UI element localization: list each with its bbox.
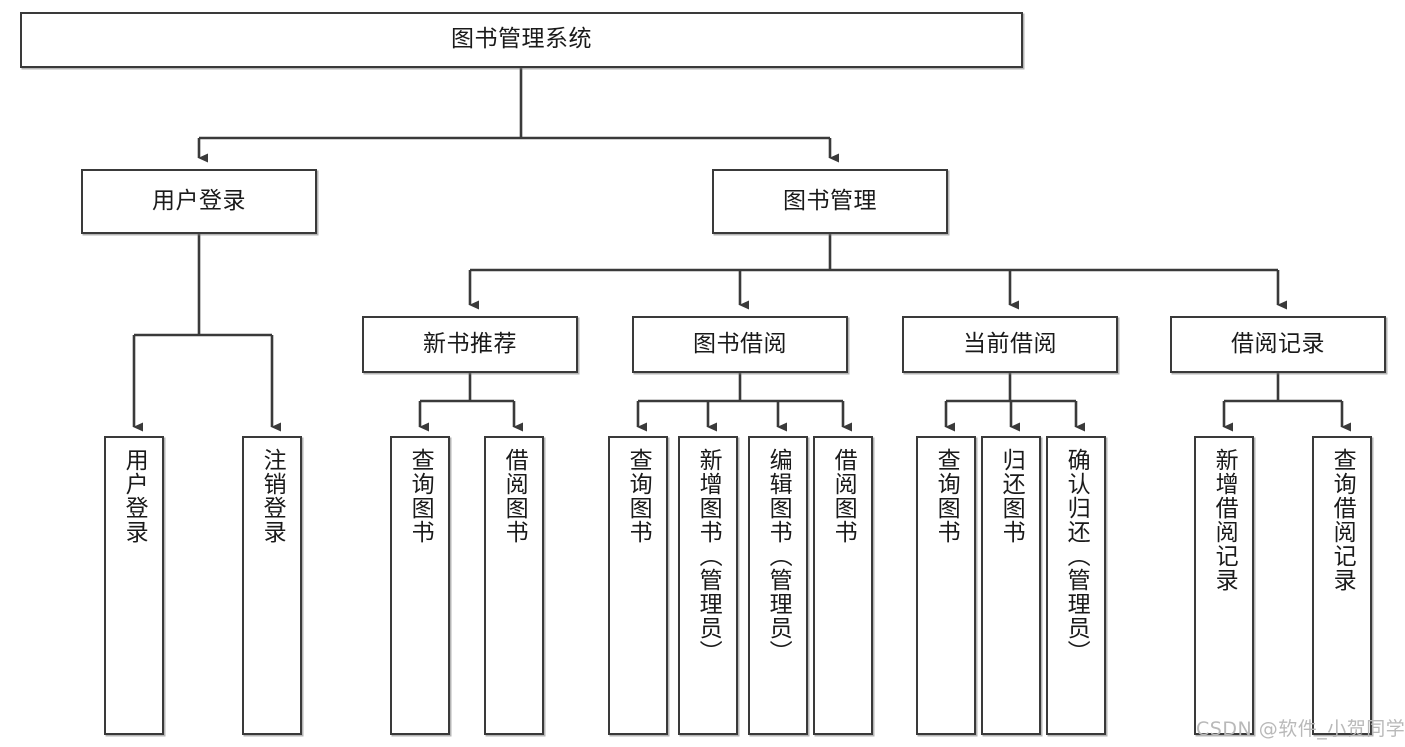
node-current-borrow[interactable]: 当前借阅 [902,316,1118,373]
node-new-book-rec[interactable]: 新书推荐 [362,316,578,373]
node-leaf-rec-query-label: 查询图书 [407,448,434,544]
node-root-label: 图书管理系统 [451,26,592,53]
node-leaf-confirm-return[interactable]: 确认归还（管理员） [1046,436,1106,735]
node-leaf-logout[interactable]: 注销登录 [242,436,302,735]
node-book-manage[interactable]: 图书管理 [712,169,948,234]
node-book-borrow[interactable]: 图书借阅 [632,316,848,373]
node-leaf-borrow-book[interactable]: 借阅图书 [813,436,873,735]
node-root[interactable]: 图书管理系统 [20,12,1023,68]
node-leaf-add-record-label: 新增借阅记录 [1211,448,1238,592]
node-borrow-record-label: 借阅记录 [1231,330,1325,357]
node-leaf-edit-book[interactable]: 编辑图书（管理员） [748,436,808,735]
node-user-login[interactable]: 用户登录 [81,169,317,234]
node-new-book-rec-label: 新书推荐 [423,330,517,357]
node-leaf-logout-label: 注销登录 [259,448,286,544]
node-book-manage-label: 图书管理 [783,187,877,214]
node-leaf-query-record-label: 查询借阅记录 [1329,448,1356,592]
node-leaf-add-book[interactable]: 新增图书（管理员） [678,436,738,735]
node-leaf-return-book-label: 归还图书 [998,448,1025,544]
node-leaf-cur-query[interactable]: 查询图书 [916,436,976,735]
node-leaf-add-record[interactable]: 新增借阅记录 [1194,436,1254,735]
node-current-borrow-label: 当前借阅 [963,330,1057,357]
node-leaf-borrow-book-label: 借阅图书 [830,448,857,544]
node-leaf-borrow-query[interactable]: 查询图书 [608,436,668,735]
node-leaf-user-login[interactable]: 用户登录 [104,436,164,735]
node-leaf-cur-query-label: 查询图书 [933,448,960,544]
node-user-login-label: 用户登录 [152,187,246,214]
node-leaf-return-book[interactable]: 归还图书 [981,436,1041,735]
node-leaf-user-login-label: 用户登录 [121,448,148,544]
node-leaf-rec-query[interactable]: 查询图书 [390,436,450,735]
node-book-borrow-label: 图书借阅 [693,330,787,357]
node-borrow-record[interactable]: 借阅记录 [1170,316,1386,373]
node-leaf-query-record[interactable]: 查询借阅记录 [1312,436,1372,735]
node-leaf-add-book-label: 新增图书（管理员） [695,448,722,664]
node-leaf-rec-borrow-label: 借阅图书 [501,448,528,544]
csdn-watermark: CSDN @软件_小贺同学 [1196,718,1405,740]
node-leaf-rec-borrow[interactable]: 借阅图书 [484,436,544,735]
node-leaf-confirm-return-label: 确认归还（管理员） [1063,448,1090,664]
node-leaf-edit-book-label: 编辑图书（管理员） [765,448,792,664]
node-leaf-borrow-query-label: 查询图书 [625,448,652,544]
